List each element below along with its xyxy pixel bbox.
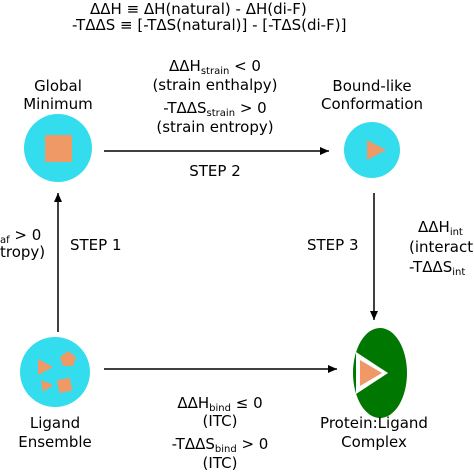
step3-interaction-entropy: -TΔΔSint — [409, 258, 466, 278]
step2-strain-entropy-note: (strain entropy) — [156, 118, 274, 136]
bound-triangle-ligand-icon — [360, 360, 382, 386]
step1-entropy-partial: af > 0 — [0, 226, 42, 246]
step1-label: STEP 1 — [70, 236, 122, 254]
global-minimum-label-2: Minimum — [23, 95, 93, 113]
protein-ligand-label-1: Protein:Ligand — [320, 414, 428, 432]
ensemble-small-triangle-icon — [41, 380, 53, 392]
ensemble-pentagon-icon — [60, 351, 76, 366]
ligand-ensemble-circle — [20, 337, 90, 407]
bound-like-label-1: Bound-like — [332, 77, 412, 95]
ligand-ensemble-label-2: Ensemble — [18, 433, 92, 451]
step2-strain-enthalpy-note: (strain enthalpy) — [152, 76, 278, 94]
ensemble-square-icon — [56, 377, 73, 394]
binding-entropy: -TΔΔSbind > 0 — [171, 435, 269, 455]
bound-like-label-2: Conformation — [320, 95, 424, 113]
ligand-ensemble-label-1: Ligand — [29, 414, 81, 432]
binding-enthalpy: ΔΔHbind ≤ 0 — [177, 394, 263, 414]
binding-enthalpy-note: (ITC) — [202, 412, 238, 430]
step3-interaction-enthalpy: ΔΔHint — [418, 218, 463, 238]
step1-entropy-note-partial: tropy) — [0, 243, 46, 261]
step2-strain-entropy: -TΔΔSstrain > 0 — [163, 99, 267, 119]
definition-ds: -TΔΔS ≡ [-TΔS(natural)] - [-TΔS(di-F)] — [72, 16, 347, 34]
protein-ligand-label-2: Complex — [341, 433, 407, 451]
step3-label: STEP 3 — [307, 236, 359, 254]
definition-dh: ΔΔH ≡ ΔH(natural) - ΔH(di-F) — [90, 0, 307, 18]
step2-label: STEP 2 — [189, 162, 241, 180]
binding-entropy-note: (ITC) — [202, 454, 238, 472]
global-minimum-label-1: Global — [34, 77, 82, 95]
step2-strain-enthalpy: ΔΔHstrain < 0 — [169, 57, 261, 77]
square-ligand-icon — [45, 135, 72, 162]
ensemble-triangle-icon — [38, 359, 53, 375]
triangle-ligand-icon — [367, 140, 386, 160]
step3-interaction-note: (interaction — [409, 238, 474, 256]
